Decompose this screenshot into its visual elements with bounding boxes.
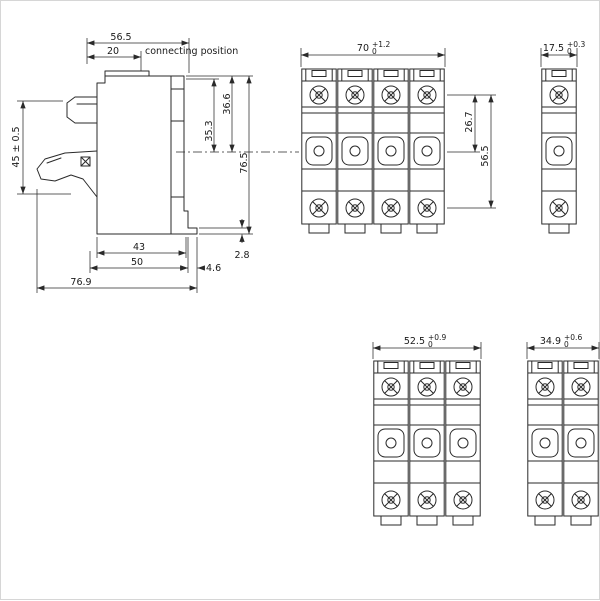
dim-depth-35-3: 35.3	[204, 120, 215, 141]
front-view-4pole	[301, 68, 445, 234]
side-view-dimensions: 56.5 20 connecting position 45 ± 0.5 35.…	[11, 32, 253, 293]
dim-3pole-width: 52.5	[404, 336, 425, 347]
dim-foot-width: 4.6	[206, 263, 221, 274]
front-view-3pole	[373, 360, 481, 526]
label-connecting-position: connecting position	[145, 46, 238, 57]
front-view-3pole-dimensions: 52.5 +0.9 0	[372, 333, 482, 359]
dim-4pole-width: 70	[357, 43, 369, 54]
front-view-1pole	[541, 68, 577, 234]
dim-4pole-tol-upper: +1.2	[372, 40, 390, 49]
din-lever-lower	[36, 150, 98, 198]
dim-body-width: 50	[131, 257, 143, 268]
dim-total-height: 76.5	[239, 152, 250, 173]
front-view-2pole-dimensions: 34.9 +0.6 0	[526, 333, 600, 359]
dim-connecting-offset: 20	[107, 46, 119, 57]
front-view-1pole-dimensions: 17.5 +0.3 0	[540, 40, 585, 67]
dim-2pole-tol-lower: 0	[564, 340, 569, 349]
dim-rail-height: 45 ± 0.5	[11, 126, 22, 167]
dim-depth-36-6: 36.6	[222, 93, 233, 114]
side-view-outline	[36, 70, 198, 235]
dim-1pole-tol-lower: 0	[567, 47, 572, 56]
dim-1pole-tol-upper: +0.3	[567, 40, 585, 49]
dim-screw-pitch: 56.5	[480, 145, 491, 166]
din-hook-upper	[66, 96, 98, 124]
dim-side-top-width: 56.5	[110, 32, 131, 43]
dim-base-width: 43	[133, 242, 145, 253]
dim-foot-height: 2.8	[234, 250, 249, 261]
dim-2pole-width: 34.9	[540, 336, 561, 347]
front-view-2pole	[527, 360, 599, 526]
cross-marker	[80, 156, 91, 167]
dim-3pole-tol-upper: +0.9	[428, 333, 446, 342]
dim-2pole-tol-upper: +0.6	[564, 333, 582, 342]
dim-1pole-width: 17.5	[543, 43, 564, 54]
dim-overall-depth: 76.9	[70, 277, 91, 288]
front-view-4pole-dimensions: 70 +1.2 0 26.7 56.5	[300, 40, 496, 209]
dim-4pole-tol-lower: 0	[372, 47, 377, 56]
dim-3pole-tol-lower: 0	[428, 340, 433, 349]
dim-screw-to-center: 26.7	[464, 111, 475, 132]
